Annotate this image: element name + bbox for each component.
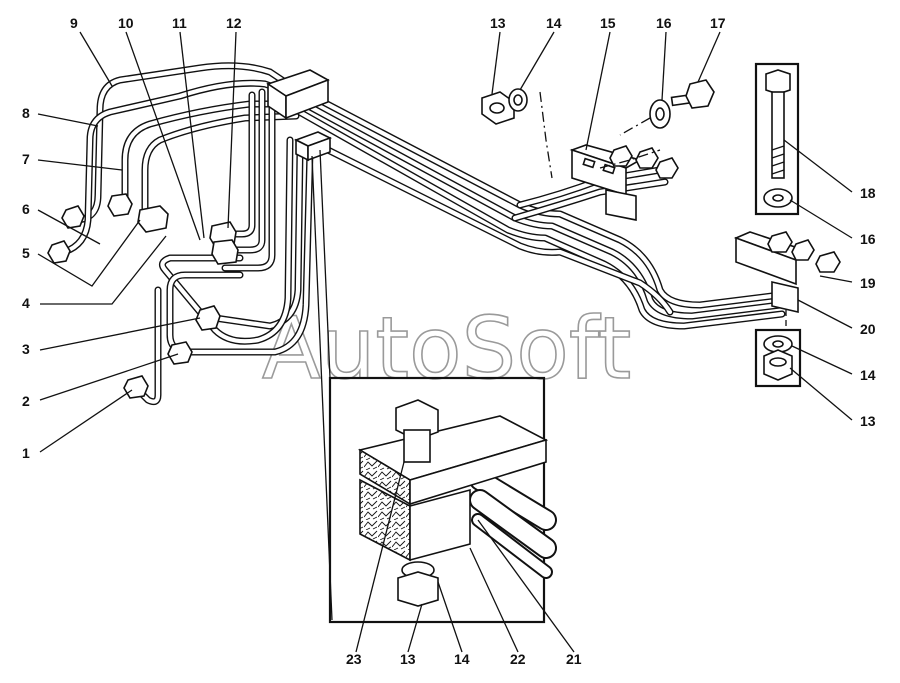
callout-16-top: 16 [656,15,672,31]
callout-14-top: 14 [546,15,562,31]
pipe-clamp-lower [293,131,333,162]
callout-2: 2 [22,393,30,409]
callout-1: 1 [22,445,30,461]
bracket-lower-right [733,231,841,328]
callout-18: 18 [860,185,876,201]
detail-frame-right-bolt [754,62,800,216]
callout-7: 7 [22,151,30,167]
callout-19: 19 [860,275,876,291]
callout-5: 5 [22,245,30,261]
callout-23: 23 [346,651,362,667]
callout-6: 6 [22,201,30,217]
bracket-upper [569,144,679,221]
callout-3: 3 [22,341,30,357]
callout-9: 9 [70,15,78,31]
nut-washer-set-lower [754,328,802,388]
bolt-washer-set-upper [619,79,715,136]
callout-20: 20 [860,321,876,337]
callout-21: 21 [566,651,582,667]
pipe-fittings-left [47,193,239,399]
pipe-clamp-upper [266,69,330,120]
callout-14-right: 14 [860,367,876,383]
callout-labels: 9 10 11 12 8 7 6 5 4 3 2 1 13 14 15 16 1… [22,15,876,667]
callout-13-top: 13 [490,15,506,31]
callout-13-bottom: 13 [400,651,416,667]
nut-washer-set-upper [481,88,553,179]
callout-17: 17 [710,15,726,31]
callout-16-right: 16 [860,231,876,247]
callout-8: 8 [22,105,30,121]
detail-frame-right-nut [754,328,802,388]
callout-14-bottom: 14 [454,651,470,667]
callout-15: 15 [600,15,616,31]
watermark-text: AutoSoft [262,299,631,399]
callout-leaders [37,31,853,653]
callout-22: 22 [510,651,526,667]
callout-11: 11 [172,15,187,31]
callout-13-right: 13 [860,413,876,429]
callout-4: 4 [22,295,30,311]
clamp-detail-inset [311,149,557,624]
callout-10: 10 [118,15,134,31]
bolt-vertical-right [754,62,800,216]
callout-12: 12 [226,15,242,31]
